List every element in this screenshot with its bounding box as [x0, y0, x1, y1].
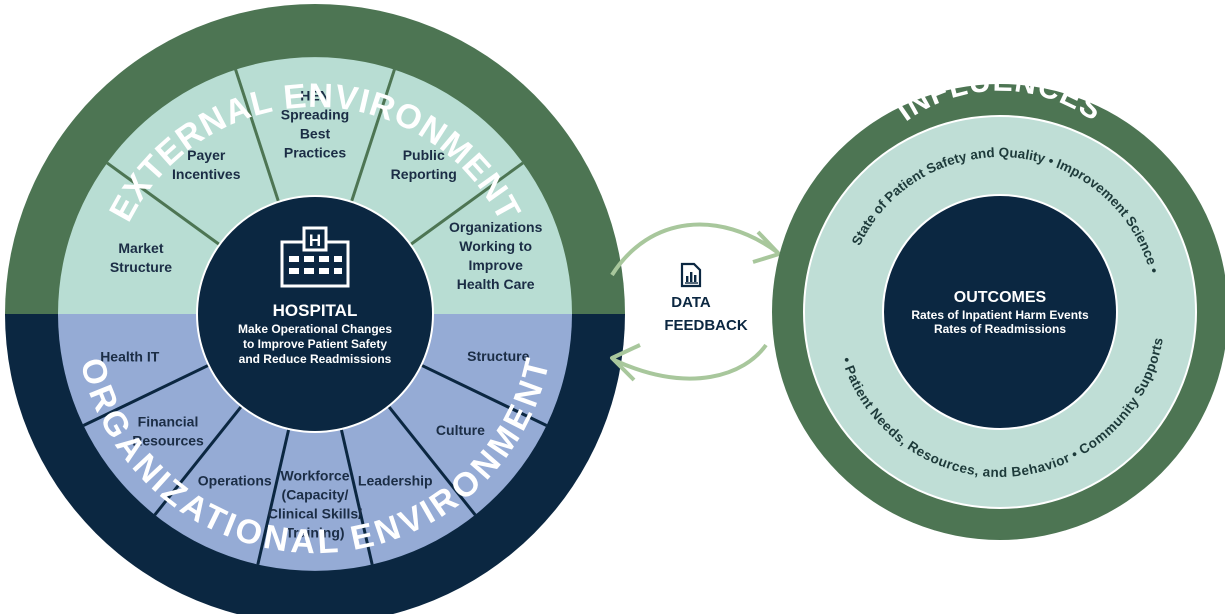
organizational-wedge-label: Leadership — [358, 473, 433, 489]
hospital-title: HOSPITAL — [273, 301, 358, 320]
organizational-wedge-label: Structure — [467, 348, 529, 364]
arrowhead-right — [752, 230, 781, 264]
organizational-wedge-label: Workforce(Capacity/Clinical Skills/Train… — [268, 468, 362, 541]
wedge-divider — [409, 161, 524, 246]
organizational-wedge-label: Health IT — [100, 348, 160, 364]
feedback-arrow-to-influences — [610, 222, 779, 277]
wedge-divider — [82, 363, 210, 427]
influences-circle: INFLUENCES State of Patient Safety and Q… — [772, 65, 1225, 540]
feedback-label-line2: FEEDBACK — [664, 317, 748, 334]
feedback-label-line1: DATA — [671, 294, 711, 311]
organizational-wedge-label: Culture — [436, 422, 485, 438]
organizational-wedge-area — [58, 314, 572, 571]
arrowhead-left — [610, 343, 641, 382]
wedge-divider — [234, 69, 280, 203]
report-chart-icon — [680, 262, 702, 288]
wedge-divider — [387, 405, 477, 516]
wedge-divider — [153, 405, 243, 516]
feedback-arrow-to-hospital — [613, 343, 768, 381]
wedge-divider — [106, 161, 221, 246]
wedge-dividers — [82, 69, 548, 565]
hospital-icon: H — [280, 226, 350, 288]
hospital-hub — [196, 195, 434, 433]
wedge-divider — [350, 69, 396, 203]
wedge-divider — [420, 363, 548, 427]
outcomes-title: OUTCOMES — [954, 289, 1047, 306]
svg-text:H: H — [309, 231, 321, 250]
organizational-wedge-label: Operations — [198, 473, 272, 489]
wedge-divider — [256, 428, 291, 565]
wedge-divider — [339, 428, 374, 565]
data-feedback: DATA FEEDBACK — [610, 222, 781, 382]
outcomes-hub — [882, 194, 1118, 430]
external-wedge-area — [58, 57, 572, 314]
